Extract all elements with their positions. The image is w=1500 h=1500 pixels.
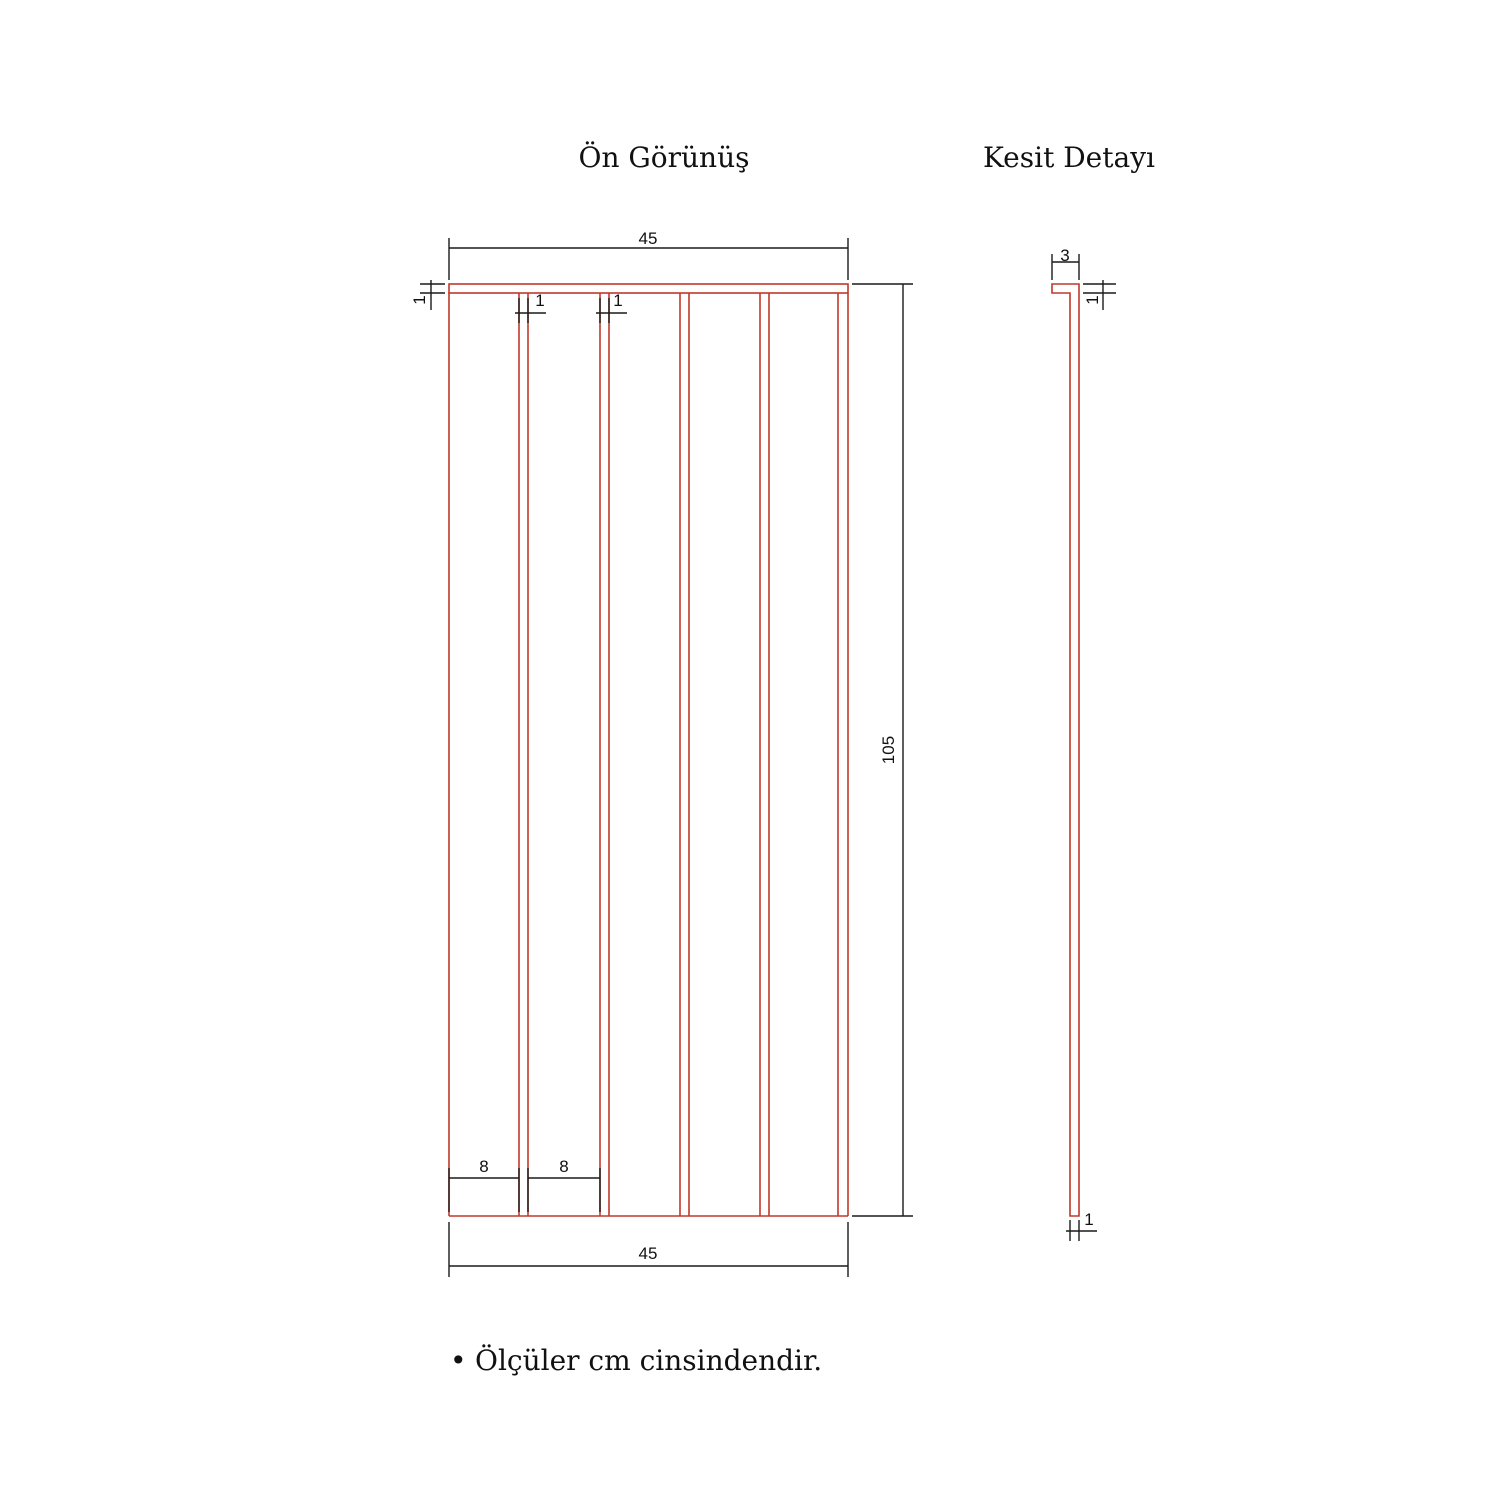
- dimension-slat-2: 1: [596, 291, 627, 323]
- dimension-label: 1: [410, 295, 429, 304]
- dimension-slat-1: 1: [515, 291, 546, 323]
- dimension-label: 3: [1060, 246, 1069, 265]
- dimension-section-cap-thickness: 1: [1083, 280, 1116, 310]
- front-view: 45 45 105 1 1: [410, 229, 913, 1277]
- units-note: • Ölçüler cm cinsindendir.: [450, 1343, 822, 1377]
- note-text: Ölçüler cm cinsindendir.: [475, 1343, 822, 1377]
- dimension-label: 8: [559, 1157, 568, 1176]
- note-bullet: •: [450, 1344, 467, 1377]
- section-profile: [1051, 283, 1080, 1217]
- dimension-label: 1: [1084, 1210, 1093, 1229]
- dimension-panel-thickness: 1: [1066, 1210, 1097, 1241]
- dimension-gap-2: 8: [527, 1157, 601, 1212]
- section-detail: 3 1 1: [1051, 246, 1116, 1241]
- dimension-label: 8: [479, 1157, 488, 1176]
- dimension-top-width: 45: [448, 229, 849, 280]
- dimension-gap-1: 8: [448, 1157, 520, 1212]
- dimension-label: 45: [639, 1244, 658, 1263]
- section-detail-title: Kesit Detayı: [983, 141, 1155, 174]
- dimension-label: 1: [535, 291, 544, 310]
- top-cap: [448, 283, 849, 294]
- dimension-bottom-width: 45: [448, 1222, 849, 1277]
- dimension-label: 105: [879, 736, 898, 764]
- dimension-height: 105: [852, 283, 913, 1217]
- dimension-label: 45: [639, 229, 658, 248]
- dimension-label: 1: [613, 291, 622, 310]
- dimension-cap-depth: 3: [1051, 246, 1080, 280]
- slat-grooves: [518, 293, 849, 1216]
- dimension-cap-thickness: 1: [410, 280, 445, 310]
- dimension-label: 1: [1083, 295, 1102, 304]
- front-view-title: Ön Görünüş: [579, 140, 750, 174]
